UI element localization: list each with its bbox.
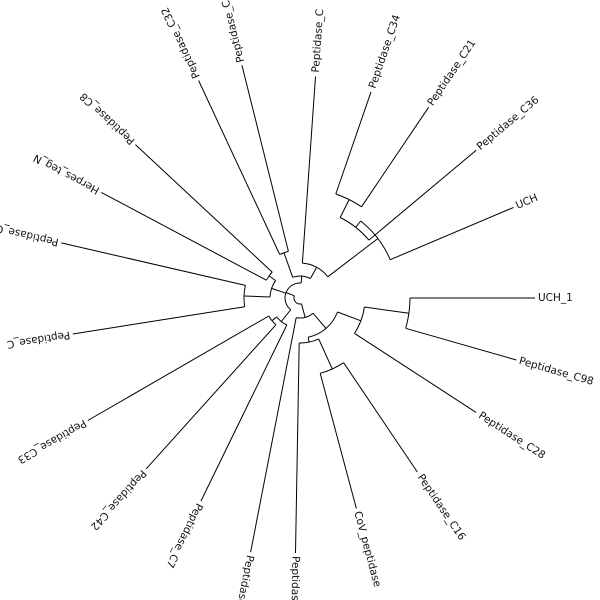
leaf-label: Peptidase_C8 xyxy=(78,90,138,147)
tree-branch xyxy=(295,342,300,554)
tree-branch xyxy=(361,107,430,208)
tree-branch xyxy=(285,292,295,297)
tree-node-arc xyxy=(307,311,338,338)
tree-branches xyxy=(61,64,535,554)
leaf-label: UCH xyxy=(514,192,540,212)
tree-branch xyxy=(243,295,271,298)
leaf-label: Peptidase_C xyxy=(220,0,247,64)
leaf-label: Herpes_teg_N xyxy=(32,151,102,196)
leaf-label: Peptidase_C34 xyxy=(367,13,404,90)
leaf-label: Peptidase_C xyxy=(310,9,326,73)
tree-branch xyxy=(301,303,306,318)
tree-branch xyxy=(307,337,310,343)
tree-branch xyxy=(343,362,418,473)
tree-branch xyxy=(61,242,246,286)
tree-branch xyxy=(301,76,316,264)
tree-branch xyxy=(312,312,327,329)
tree-branch xyxy=(250,317,297,553)
leaf-label: Peptidase_C98 xyxy=(518,355,595,388)
leaf-label: UCH_1 xyxy=(538,292,573,304)
tree-branch xyxy=(318,338,333,370)
tree-branch xyxy=(135,144,273,273)
tree-branch xyxy=(198,80,281,255)
leaf-label: Peptidase_C xyxy=(232,554,256,600)
tree-branch xyxy=(339,199,350,218)
tree-node-arc xyxy=(293,295,302,305)
tree-branch xyxy=(354,332,477,413)
leaf-label: CoV_peptidase xyxy=(351,510,383,588)
tree-branch xyxy=(355,220,362,228)
leaf-label: Peptidase_C xyxy=(6,328,71,350)
leaf-label: Peptidase_C7 xyxy=(163,501,205,570)
tree-branch xyxy=(405,327,517,361)
leaf-label: Peptidase_C42 xyxy=(88,467,149,532)
tree-branch xyxy=(145,324,277,470)
tree-branch xyxy=(300,276,303,284)
tree-branch xyxy=(327,238,379,278)
tree-branch xyxy=(335,91,372,195)
leaf-label: Peptidase_C16 xyxy=(415,472,468,543)
tree-branch xyxy=(271,316,278,322)
tree-branch xyxy=(280,309,292,322)
tree-branch xyxy=(200,324,288,502)
leaf-label: Peptidase_C33 xyxy=(15,417,88,466)
tree-branch xyxy=(101,191,267,281)
tree-branch xyxy=(72,306,245,335)
tree-node-arc xyxy=(339,217,370,241)
tree-branch xyxy=(337,311,362,322)
tree-branch xyxy=(309,266,318,279)
leaf-label: Peptidase_C28 xyxy=(476,410,547,462)
tree-branch xyxy=(268,275,276,282)
tree-branch xyxy=(368,149,477,241)
tree-branch xyxy=(319,373,357,509)
leaf-label: Peptidase_C xyxy=(288,556,301,600)
leaf-label: Peptidase_C36 xyxy=(475,94,542,153)
tree-branch xyxy=(271,287,286,294)
tree-branch xyxy=(283,252,294,278)
tree-branch xyxy=(390,206,514,261)
tree-branch xyxy=(241,64,289,252)
tree-branch xyxy=(364,306,409,314)
leaf-label: Peptidase_C21 xyxy=(425,38,478,109)
tree-branch xyxy=(87,315,270,421)
leaf-label: Peptidase_C32 xyxy=(159,5,202,80)
leaf-label: Peptidase_C xyxy=(0,222,60,248)
tree-node-arc xyxy=(284,282,302,311)
